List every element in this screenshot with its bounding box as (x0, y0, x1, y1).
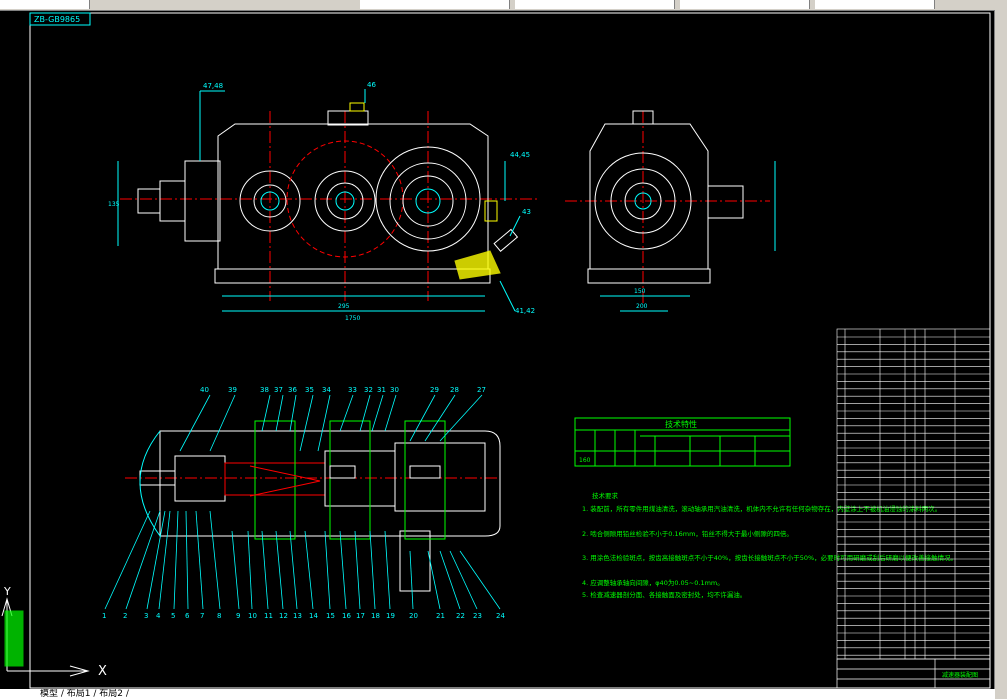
callout-37: 37 (274, 386, 283, 394)
ucs-icon (1, 597, 90, 677)
tab-file-4[interactable] (680, 0, 810, 9)
side-view (565, 110, 776, 312)
parts-list (836, 328, 991, 660)
dim-1750: 1750 (345, 315, 360, 322)
dim-295: 295 (338, 303, 350, 310)
tab-file-2[interactable] (360, 0, 510, 9)
callout-8: 8 (217, 612, 221, 620)
callout-12: 12 (279, 612, 288, 620)
layout-tabs-bar[interactable]: 模型 / 布局1 / 布局2 / (0, 689, 995, 699)
callout-28: 28 (450, 386, 459, 394)
callout-2: 2 (123, 612, 127, 620)
tab-file-5[interactable] (815, 0, 935, 9)
callout-29: 29 (430, 386, 439, 394)
ucs-x-label: X (98, 664, 107, 679)
callout-19: 19 (386, 612, 395, 620)
drawing-frame (29, 12, 991, 689)
tech-row-value: 160 (579, 457, 591, 464)
notes-title: 技术要求 (592, 491, 619, 500)
callout-15: 15 (326, 612, 335, 620)
drawing-stamp: ZB-GB9865 (34, 15, 80, 24)
callout-41-42: 41,42 (515, 307, 535, 315)
callout-13: 13 (293, 612, 302, 620)
dim-200: 200 (636, 303, 648, 310)
vertical-scrollbar[interactable] (994, 10, 1007, 699)
callout-31: 31 (377, 386, 386, 394)
plan-leaders (179, 394, 483, 452)
callout-18: 18 (371, 612, 380, 620)
tech-table-title: 技术特性 (665, 419, 697, 429)
callout-40: 40 (200, 386, 209, 394)
callout-1: 1 (102, 612, 106, 620)
drawing-canvas[interactable]: ZB-GB9865 47,48 (0, 11, 995, 691)
callout-47-48: 47,48 (203, 82, 223, 90)
dim-150: 150 (634, 288, 646, 295)
callout-10: 10 (248, 612, 257, 620)
callout-27: 27 (477, 386, 486, 394)
note-2: 2. 啮合侧隙用铅丝检验不小于0.16mm，铅丝不得大于最小侧隙的四倍。 (582, 529, 793, 538)
callout-44-45: 44,45 (510, 151, 530, 159)
layout-tabs-label[interactable]: 模型 / 布局1 / 布局2 / (40, 689, 129, 699)
tech-table (574, 417, 791, 467)
callout-43: 43 (522, 208, 531, 216)
callout-46: 46 (367, 81, 376, 89)
callout-14: 14 (309, 612, 318, 620)
callout-34: 34 (322, 386, 331, 394)
plan-callouts-top: 40 39 38 37 36 35 34 33 32 31 30 29 28 2… (200, 386, 486, 394)
callout-30: 30 (390, 386, 399, 394)
callout-23: 23 (473, 612, 482, 620)
callout-16: 16 (342, 612, 351, 620)
callout-38: 38 (260, 386, 269, 394)
note-1: 1. 装配前，所有零件用煤油清洗，滚动轴承用汽油清洗，机体内不允许有任何杂物存在… (582, 504, 941, 513)
callout-9: 9 (236, 612, 240, 620)
callout-33: 33 (348, 386, 357, 394)
cad-drawing: ZB-GB9865 47,48 (1, 12, 991, 689)
note-5: 5. 检查减速器剖分面、各接触面及密封处，均不许漏油。 (582, 590, 746, 599)
callout-22: 22 (456, 612, 465, 620)
callout-20: 20 (409, 612, 418, 620)
callout-21: 21 (436, 612, 445, 620)
stamp-box (29, 12, 91, 26)
document-tab-bar (0, 0, 1007, 11)
title-block-name: 减速器装配图 (942, 671, 978, 679)
plan-callouts-base: 1 2 3 4 5 6 7 8 9 10 11 12 13 14 15 16 1… (102, 612, 505, 620)
callout-11: 11 (264, 612, 273, 620)
callout-3: 3 (144, 612, 148, 620)
callout-6: 6 (185, 612, 190, 620)
callout-35: 35 (305, 386, 314, 394)
front-view (117, 89, 540, 312)
plan-view (125, 420, 501, 592)
callout-24: 24 (496, 612, 505, 620)
callout-39: 39 (228, 386, 237, 394)
note-4: 4. 应调整轴承轴向间隙，φ40为0.05~0.1mm。 (582, 578, 724, 587)
callout-32: 32 (364, 386, 373, 394)
ucs-y-label: Y (3, 585, 11, 598)
tab-file-3[interactable] (515, 0, 675, 9)
callout-36: 36 (288, 386, 297, 394)
dim-135: 135 (108, 201, 120, 208)
callout-7: 7 (200, 612, 204, 620)
base-leaders (104, 510, 501, 610)
callout-17: 17 (356, 612, 365, 620)
tech-notes: 技术要求 1. 装配前，所有零件用煤油清洗，滚动轴承用汽油清洗，机体内不允许有任… (582, 491, 957, 599)
callout-4: 4 (156, 612, 161, 620)
callout-5: 5 (171, 612, 175, 620)
tab-drawing[interactable] (0, 0, 90, 9)
note-3: 3. 用涂色法检验斑点，按齿高接触斑点不小于40%，按齿长接触斑点不小于50%，… (582, 553, 957, 562)
title-block (836, 658, 991, 689)
